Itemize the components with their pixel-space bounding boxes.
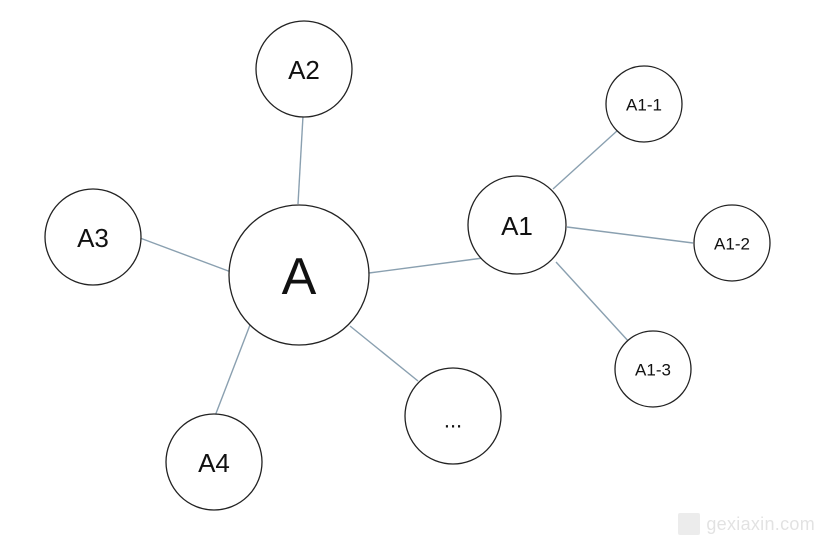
node-a1-2-label: A1-2 — [714, 235, 750, 254]
edge-a-a2 — [297, 115, 304, 205]
node-etc-label: ... — [444, 408, 462, 433]
node-a1-1: A1-1 — [605, 65, 683, 143]
node-a1-1-label: A1-1 — [626, 96, 662, 115]
edge-a-a1 — [368, 257, 484, 274]
watermark: gexiaxin.com — [678, 513, 815, 535]
node-a4: A4 — [165, 413, 263, 511]
watermark-logo-icon — [678, 513, 701, 535]
node-a1-label: A1 — [501, 211, 533, 241]
watermark-text: gexiaxin.com — [706, 513, 815, 534]
node-etc: ... — [404, 367, 502, 465]
node-a-label: A — [282, 248, 317, 306]
node-a2: A2 — [255, 20, 353, 118]
edge-a-a3 — [139, 237, 232, 273]
edge-a1-a1-3 — [555, 261, 631, 344]
edge-a-a4 — [214, 324, 251, 417]
node-a3-label: A3 — [77, 223, 109, 253]
node-a: A — [228, 204, 370, 346]
node-a1-2: A1-2 — [693, 204, 771, 282]
node-a2-label: A2 — [288, 55, 320, 85]
edge-a1-a1-2 — [566, 226, 694, 244]
node-a1: A1 — [467, 175, 567, 275]
edge-a-etc — [349, 325, 419, 382]
node-a4-label: A4 — [198, 448, 230, 478]
node-a1-3-label: A1-3 — [635, 361, 671, 380]
edge-a1-a1-1 — [552, 129, 619, 190]
node-a3: A3 — [44, 188, 142, 286]
node-a1-3: A1-3 — [614, 330, 692, 408]
